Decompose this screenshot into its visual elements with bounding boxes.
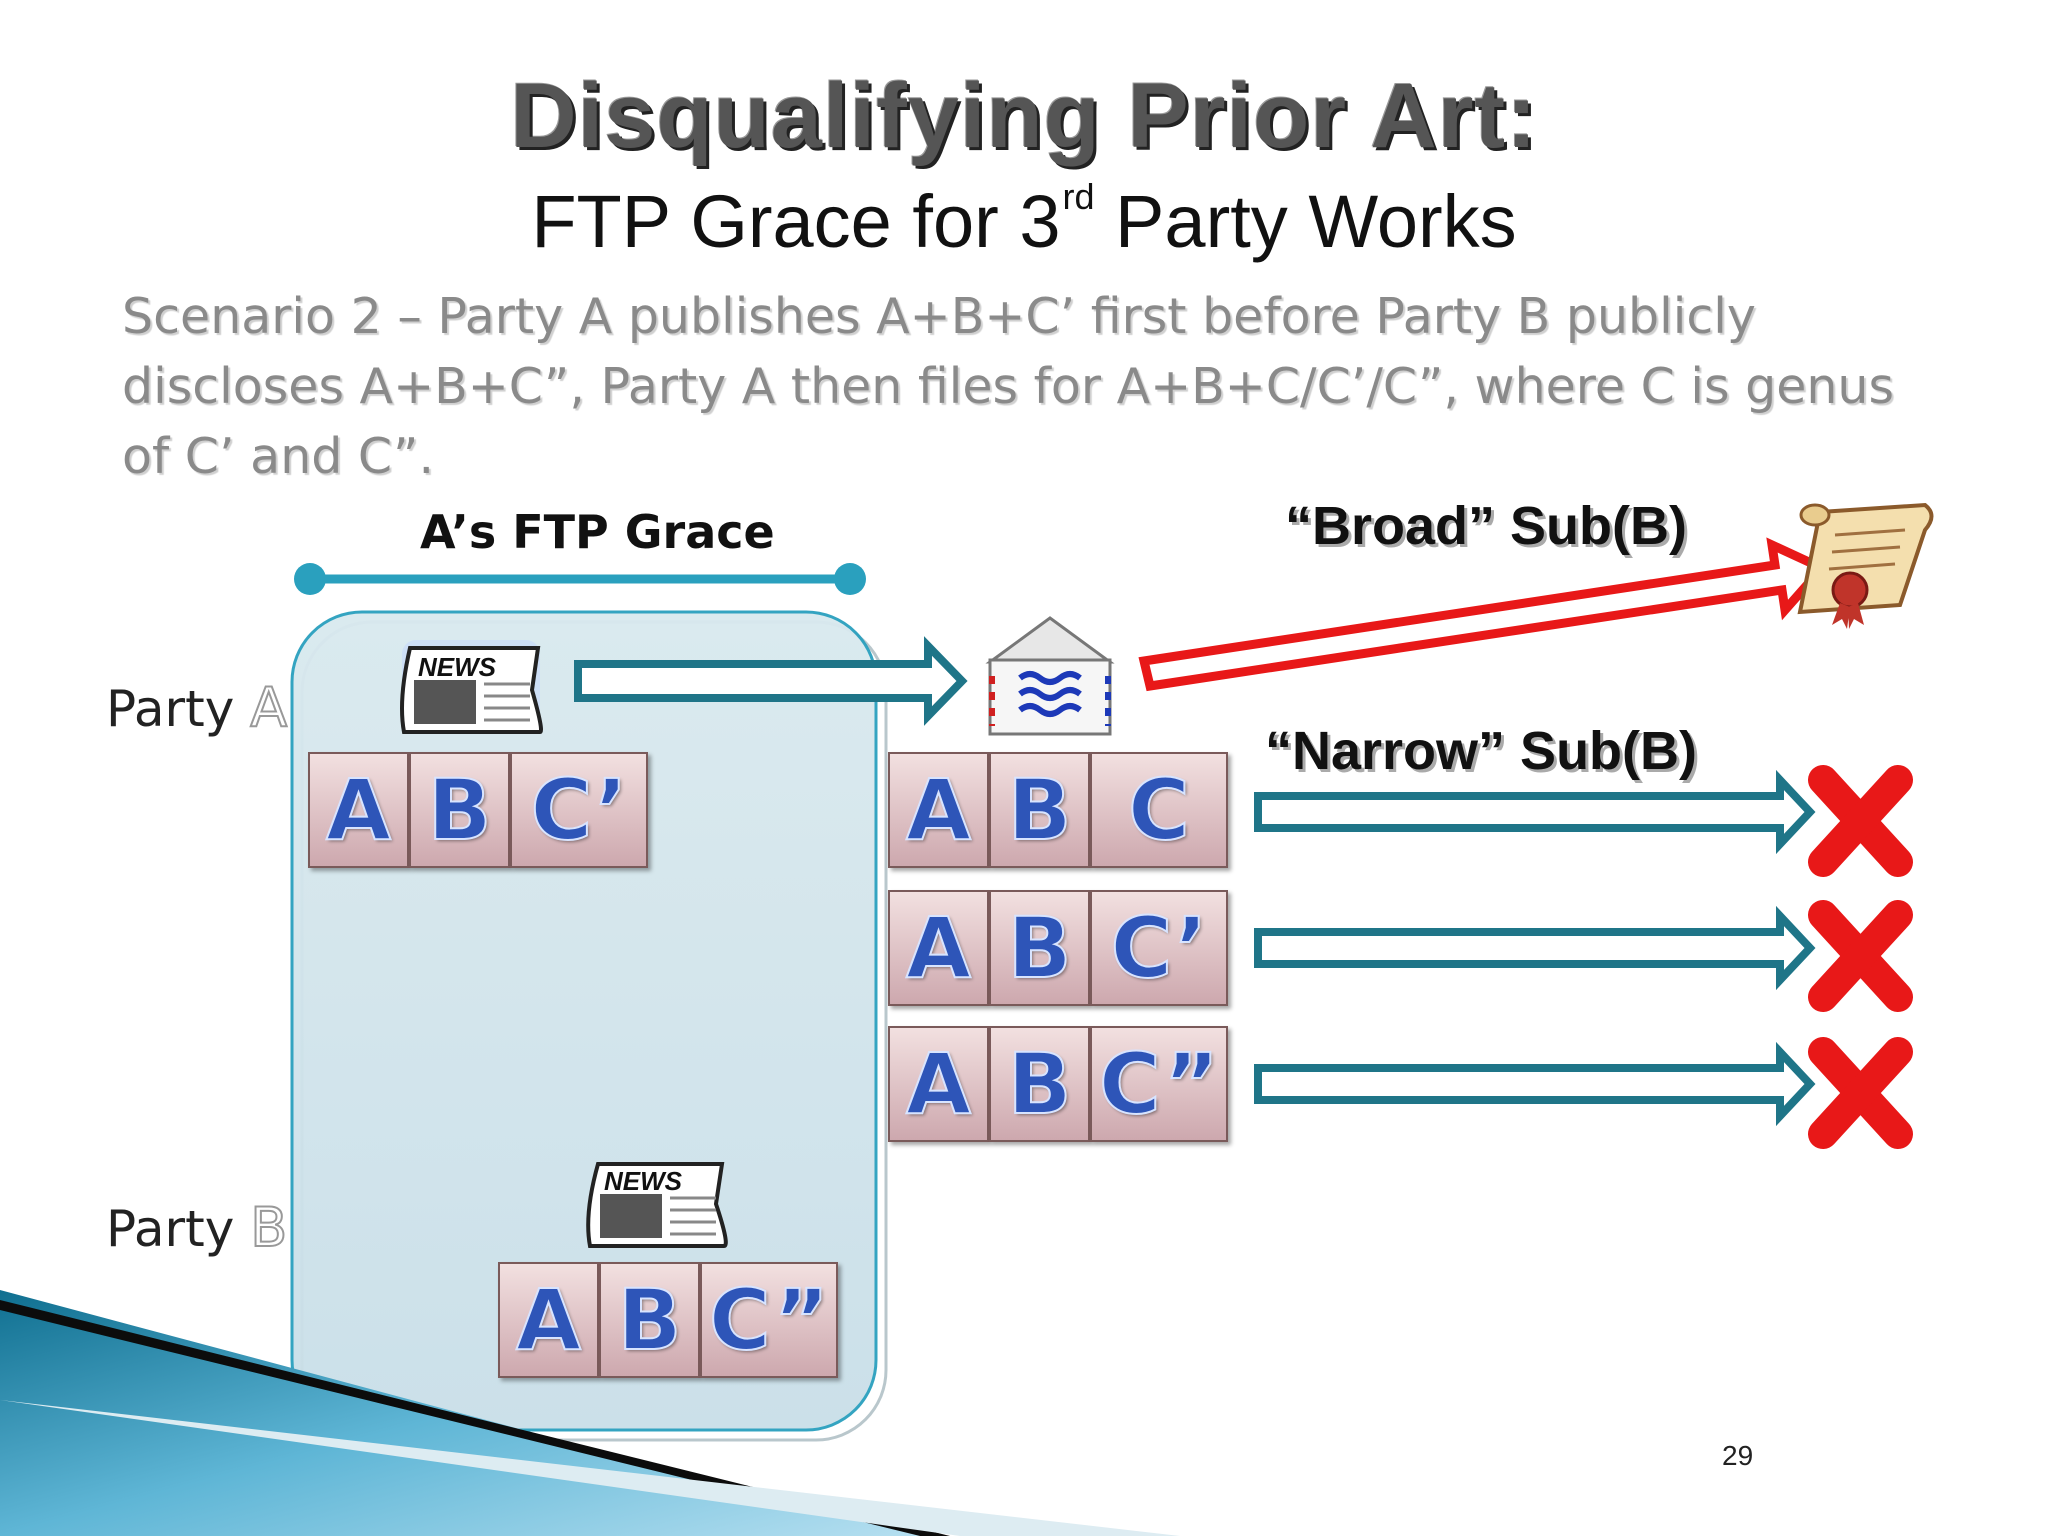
- envelope-icon: [985, 616, 1115, 736]
- party-a-elements: A B C’: [308, 752, 648, 868]
- teal-arrow-to-filing: [574, 636, 968, 726]
- news-text: NEWS: [604, 1166, 683, 1196]
- narrow-sub-label: “Narrow” Sub(B): [1265, 721, 1697, 781]
- red-x-icon: [1808, 765, 1913, 877]
- party-b-elements: A B C”: [498, 1262, 838, 1378]
- element-cell: B: [989, 1026, 1090, 1142]
- claim-elements-species-2: A B C”: [888, 1026, 1228, 1142]
- element-cell: A: [888, 752, 989, 868]
- element-cell: B: [409, 752, 510, 868]
- element-cell: B: [989, 890, 1090, 1006]
- scenario-text: Scenario 2 – Party A publishes A+B+C’ fi…: [122, 288, 1894, 485]
- grace-start-dot: [294, 563, 326, 595]
- narrow-arrow-1: [1254, 769, 1816, 855]
- element-cell: B: [599, 1262, 700, 1378]
- slide-subtitle: FTP Grace for 3rd Party Works: [531, 176, 1517, 263]
- claim-elements-genus: A B C: [888, 752, 1228, 868]
- claim-elements-species-1: A B C’: [888, 890, 1228, 1006]
- element-cell: A: [308, 752, 409, 868]
- element-cell: A: [888, 1026, 989, 1142]
- element-cell: C’: [510, 752, 648, 868]
- narrow-arrow-2: [1254, 905, 1816, 991]
- element-cell: A: [498, 1262, 599, 1378]
- red-x-icon: [1808, 900, 1913, 1012]
- news-text: NEWS: [418, 652, 497, 682]
- newspaper-icon: NEWS: [400, 640, 543, 734]
- grace-end-dot: [834, 563, 866, 595]
- element-cell: C”: [1090, 1026, 1228, 1142]
- newspaper-icon: NEWS: [586, 1162, 728, 1248]
- grace-label: A’s FTP Grace: [420, 505, 775, 559]
- red-x-icon: [1808, 1037, 1913, 1149]
- element-cell: C’: [1090, 890, 1228, 1006]
- scroll-certificate-icon: [1797, 502, 1934, 629]
- element-cell: C: [1090, 752, 1228, 868]
- element-cell: A: [888, 890, 989, 1006]
- narrow-arrow-3: [1254, 1041, 1816, 1127]
- red-broad-arrow: [1138, 537, 1830, 692]
- slide-title: Disqualifying Prior Art:: [510, 65, 1538, 167]
- party-a-label: Party A: [106, 675, 288, 740]
- broad-sub-label: “Broad” Sub(B): [1285, 496, 1687, 556]
- party-b-label: Party B: [106, 1195, 288, 1260]
- element-cell: C”: [700, 1262, 838, 1378]
- page-number: 29: [1722, 1440, 1754, 1471]
- element-cell: B: [989, 752, 1090, 868]
